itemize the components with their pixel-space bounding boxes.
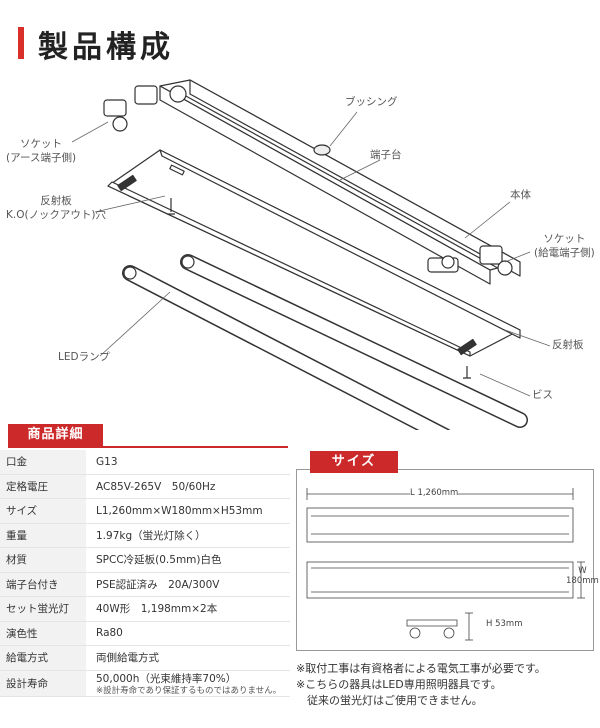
spec-value: Ra80	[86, 621, 290, 646]
label-bushing: ブッシング	[345, 96, 398, 108]
label-terminal-block: 端子台	[370, 149, 402, 161]
size-diagram-box	[296, 469, 594, 651]
spec-value-text: 40W形 1,198mm×2本	[96, 603, 218, 616]
page-title: 製品構成	[38, 30, 174, 65]
spec-row: 口金 G13	[0, 450, 290, 475]
screw-right	[463, 366, 471, 379]
spec-note: ※設計寿命であり保証するものではありません。	[96, 685, 282, 696]
size-height: H 53mm	[486, 619, 523, 629]
led-lamp-2	[180, 254, 528, 428]
spec-value: 50,000h（光束維持率70%）※設計寿命であり保証するものではありません。	[86, 670, 290, 697]
label-body: 本体	[510, 189, 531, 201]
spec-value-text: 1.97kg（蛍光灯除く）	[96, 529, 206, 542]
spec-row: 端子台付き PSE認証済み 20A/300V	[0, 572, 290, 597]
spec-key: 定格電圧	[0, 474, 86, 499]
notes-block: ※取付工事は有資格者による電気工事が必要です。 ※こちらの器具はLED専用照明器…	[296, 661, 546, 709]
label-screw: ビス	[532, 389, 553, 401]
spec-value-text: G13	[96, 455, 118, 468]
spec-value: AC85V-265V 50/60Hz	[86, 474, 290, 499]
spec-key: サイズ	[0, 498, 86, 524]
spec-value-text: 両側給電方式	[96, 652, 159, 665]
spec-value-text: AC85V-265V 50/60Hz	[96, 480, 216, 493]
spec-row: 給電方式両側給電方式	[0, 645, 290, 671]
bushing	[313, 144, 331, 156]
note-line: 従来の蛍光灯はご使用できません。	[296, 694, 483, 707]
spec-value: L1,260mm×W180mm×H53mm	[86, 498, 290, 524]
spec-row: 定格電圧 AC85V-265V 50/60Hz	[0, 474, 290, 499]
spec-key: 重量	[0, 523, 86, 548]
spec-value: SPCC冷延板(0.5mm)白色	[86, 547, 290, 573]
label-socket-earth: ソケット(アース端子側)	[6, 138, 77, 164]
spec-heading: 商品詳細	[8, 424, 103, 446]
spec-value: 1.97kg（蛍光灯除く）	[86, 523, 290, 548]
label-led-lamp: LEDランプ	[58, 351, 110, 363]
spec-key: 給電方式	[0, 645, 86, 671]
spec-value: G13	[86, 450, 290, 475]
note-line: ※取付工事は有資格者による電気工事が必要です。	[296, 662, 546, 675]
label-reflector: 反射板	[552, 339, 584, 351]
screw-left	[167, 198, 175, 215]
socket-left	[103, 99, 127, 117]
size-length: L 1,260mm	[410, 488, 459, 498]
spec-row: 材質 SPCC冷延板(0.5mm)白色	[0, 547, 290, 573]
spec-value: PSE認証済み 20A/300V	[86, 572, 290, 597]
spec-value-text: 50,000h（光束維持率70%）	[96, 672, 237, 685]
led-lamp-1	[122, 265, 451, 430]
spec-value-text: Ra80	[96, 627, 123, 640]
spec-value-text: PSE認証済み 20A/300V	[96, 578, 220, 591]
size-drawing	[306, 488, 585, 641]
spec-row: 重量 1.97kg（蛍光灯除く）	[0, 523, 290, 548]
spec-key: 材質	[0, 547, 86, 573]
product-exploded-diagram	[71, 79, 551, 430]
spec-key: 演色性	[0, 621, 86, 646]
spec-table: 口金 G13 定格電圧 AC85V-265V 50/60Hz サイズ L1,260mm×W…	[0, 450, 290, 697]
spec-value-text: SPCC冷延板(0.5mm)白色	[96, 554, 222, 567]
spec-value: 両側給電方式	[86, 645, 290, 671]
spec-key: セット蛍光灯	[0, 596, 86, 622]
spec-key: 設計寿命	[0, 670, 86, 697]
spec-value: 40W形 1,198mm×2本	[86, 596, 290, 622]
spec-row: セット蛍光灯 40W形 1,198mm×2本	[0, 596, 290, 622]
title-accent-bar	[18, 27, 24, 59]
spec-key: 口金	[0, 450, 86, 475]
spec-row: サイズ L1,260mm×W180mm×H53mm	[0, 498, 290, 524]
spec-value-text: L1,260mm×W180mm×H53mm	[96, 504, 263, 517]
spec-key: 端子台付き	[0, 572, 86, 597]
spec-heading-rule	[8, 446, 288, 448]
spec-row: 演色性 Ra80	[0, 621, 290, 646]
label-socket-power: ソケット(給電端子側)	[534, 233, 595, 259]
note-line: ※こちらの器具はLED専用照明器具です。	[296, 678, 502, 691]
size-heading: サイズ	[310, 451, 398, 473]
